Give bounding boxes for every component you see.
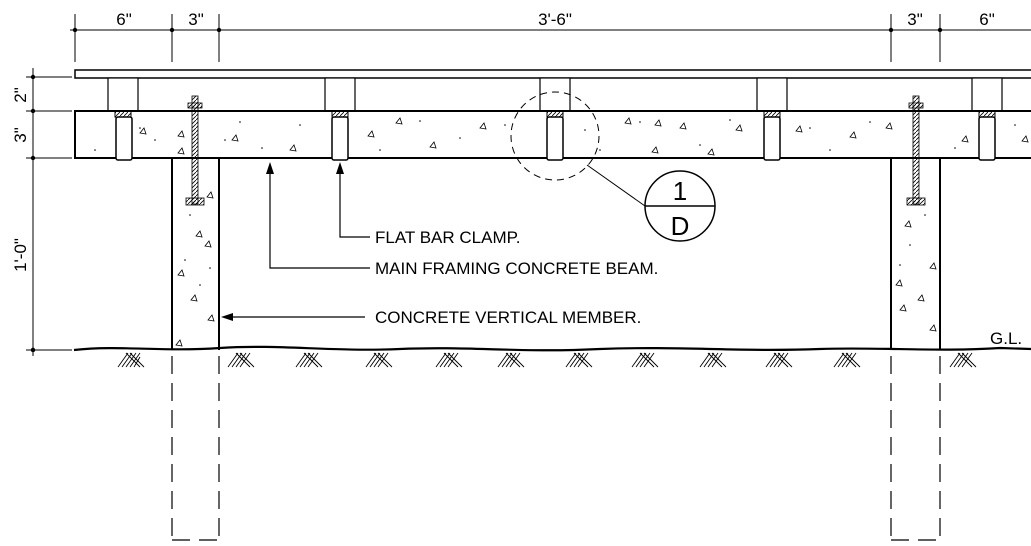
dim-left-2: 3" <box>11 127 30 143</box>
flat-bar-clamp <box>546 110 564 161</box>
label-main-beam: MAIN FRAMING CONCRETE BEAM. <box>375 259 658 278</box>
dim-left-3: 1'-0" <box>11 238 30 272</box>
dim-top-1: 6" <box>116 10 132 29</box>
flat-bar-clamp <box>763 110 781 161</box>
dim-left-1: 2" <box>11 87 30 103</box>
ground-level-label: G.L. <box>990 329 1022 348</box>
ground-line <box>30 345 1031 368</box>
anchor-bolt <box>906 95 926 206</box>
detail-sheet: D <box>671 211 690 241</box>
flat-bar-clamps <box>114 110 996 161</box>
label-flat-bar-clamp: FLAT BAR CLAMP. <box>375 228 521 247</box>
dim-top-5: 6" <box>979 10 995 29</box>
dim-top-2: 3" <box>188 10 204 29</box>
left-dimension-string: 2" 3" 1'-0" <box>11 68 72 356</box>
vertical-member-right <box>890 95 941 350</box>
detail-number: 1 <box>673 176 687 206</box>
leader-vertical-member <box>221 313 365 321</box>
flat-bar-clamp <box>331 110 349 161</box>
leader-main-beam <box>266 162 370 269</box>
below-grade-footings <box>171 356 941 541</box>
dim-top-4: 3" <box>907 10 923 29</box>
spacer-blocks <box>107 77 1003 112</box>
vertical-member-left <box>171 95 220 350</box>
flat-bar-clamp <box>978 110 996 161</box>
detail-callout: 1 D <box>510 91 716 242</box>
top-dimension-string: 6" 3" 3'-6" 3" 6" <box>70 10 1031 62</box>
anchor-bolt <box>185 95 205 206</box>
ground-hatch <box>117 352 977 368</box>
leader-flat-bar-clamp <box>336 162 370 238</box>
deck-plank <box>74 69 1031 79</box>
label-vertical-member: CONCRETE VERTICAL MEMBER. <box>375 308 641 327</box>
dim-top-3: 3'-6" <box>538 10 572 29</box>
flat-bar-clamp <box>114 110 133 161</box>
